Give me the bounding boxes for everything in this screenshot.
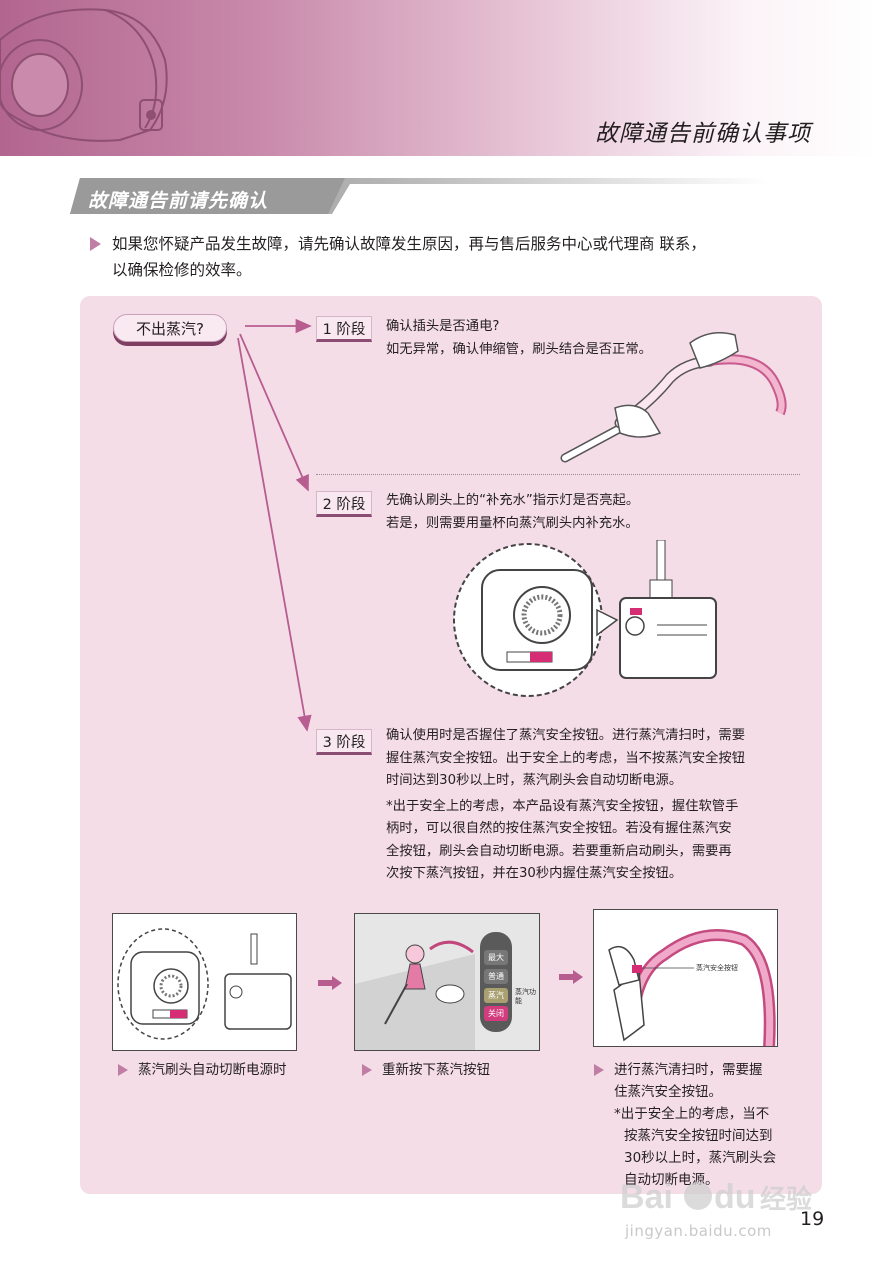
bullet-triangle-icon	[118, 1064, 128, 1076]
stage-2-badge: 2 阶段	[316, 491, 372, 517]
steam-function-label: 蒸汽功能	[515, 988, 536, 1005]
button-panel-label: 关闭	[484, 1006, 508, 1021]
stage-2-text: 先确认刷头上的“补充水”指示灯是否亮起。 若是，则需要用量杯向蒸汽刷头内补充水。	[386, 490, 706, 535]
sequence-image-2: 最大 普通 蒸汽 关闭 蒸汽功能	[354, 913, 540, 1051]
button-panel-label: 普通	[484, 969, 508, 984]
section-title: 故障通告前请先确认	[88, 190, 269, 212]
stage-3-text: 确认使用时是否握住了蒸汽安全按钮。进行蒸汽清扫时，需要 握住蒸汽安全按钮。出于安…	[386, 725, 791, 886]
caption-2: 重新按下蒸汽按钮	[362, 1059, 562, 1081]
stage-3-note-line: 全按钮，刷头会自动切断电源。若要重新启动刷头，需要再	[386, 843, 732, 859]
arrow-right-icon	[318, 976, 342, 990]
press-steam-button-illustration	[355, 914, 539, 1050]
hose-handle-illustration	[560, 332, 787, 463]
intro-line: 以确保检修的效率。	[112, 261, 252, 279]
safety-button-label: 蒸汽安全按钮	[696, 964, 738, 972]
brush-head-indicator-illustration	[453, 540, 717, 697]
bullet-triangle-icon	[594, 1064, 604, 1076]
grip-safety-button-illustration	[608, 929, 776, 1046]
button-panel-label: 蒸汽	[484, 988, 508, 1003]
bullet-triangle-icon	[90, 237, 101, 251]
caption-note-line: *出于安全上的考虑，当不	[614, 1106, 770, 1122]
caption-line: 重新按下蒸汽按钮	[382, 1062, 490, 1078]
baidu-jingyan-watermark: Bai du 经验	[620, 1178, 812, 1216]
stage-1-line: 确认插头是否通电?	[386, 319, 500, 334]
caption-line: 进行蒸汽清扫时，需要握	[614, 1062, 763, 1078]
arrow-right-icon	[559, 970, 583, 984]
caption-line: 住蒸汽安全按钮。	[614, 1084, 722, 1100]
stage-2-line: 先确认刷头上的“补充水”指示灯是否亮起。	[386, 493, 640, 508]
page-title: 故障通告前确认事项	[595, 121, 811, 147]
page-number: 19	[800, 1208, 825, 1230]
stage-1-text: 确认插头是否通电? 如无异常，确认伸缩管，刷头结合是否正常。	[386, 316, 686, 361]
stage-3-note-line: 次按下蒸汽按钮，并在30秒内握住蒸汽安全按钮。	[386, 866, 683, 881]
brush-power-off-illustration	[117, 928, 292, 1040]
vacuum-cleaner-illustration	[0, 8, 168, 142]
stage-2-line: 若是，则需要用量杯向蒸汽刷头内补充水。	[386, 515, 639, 531]
caption-note-line: 按蒸汽安全按钮时间达到	[624, 1128, 773, 1144]
bullet-triangle-icon	[362, 1064, 372, 1076]
stage-3-note-line: 柄时，可以很自然的按住蒸汽安全按钮。若没有握住蒸汽安	[386, 821, 732, 836]
stage-3-line: 确认使用时是否握住了蒸汽安全按钮。进行蒸汽清扫时，需要	[386, 728, 746, 743]
stage-3-line: 握住蒸汽安全按钮。出于安全上的考虑，当不按蒸汽安全按钮	[386, 750, 746, 766]
caption-line: 蒸汽刷头自动切断电源时	[138, 1062, 287, 1078]
stage-1-badge: 1 阶段	[316, 316, 372, 342]
intro-paragraph: 如果您怀疑产品发生故障，请先确认故障发生原因，再与售后服务中心或代理商 联系， …	[90, 231, 810, 283]
divider	[316, 474, 800, 475]
stage-3-note: *出于安全上的考虑，本产品设有蒸汽安全按钮，握住软管手 柄时，可以很自然的按住蒸…	[386, 796, 791, 886]
intro-line: 如果您怀疑产品发生故障，请先确认故障发生原因，再与售后服务中心或代理商 联系，	[112, 235, 706, 253]
caption-note-line: 30秒以上时，蒸汽刷头会	[624, 1150, 777, 1166]
svg-text:du: du	[714, 1178, 756, 1216]
stage-3-note-line: *出于安全上的考虑，本产品设有蒸汽安全按钮，握住软管手	[386, 798, 739, 814]
section-tab-shape	[70, 178, 770, 214]
stage-1-line: 如无异常，确认伸缩管，刷头结合是否正常。	[386, 341, 652, 357]
svg-text:Bai: Bai	[620, 1178, 673, 1216]
stage-3-badge: 3 阶段	[316, 729, 372, 755]
no-steam-label: 不出蒸汽?	[113, 314, 227, 342]
svg-text:经验: 经验	[760, 1184, 812, 1215]
sequence-image-3: 蒸汽安全按钮	[593, 909, 778, 1047]
button-panel-label: 最大	[484, 950, 508, 965]
caption-1: 蒸汽刷头自动切断电源时	[118, 1059, 318, 1081]
sequence-image-1	[112, 913, 297, 1051]
watermark-url: jingyan.baidu.com	[625, 1222, 772, 1240]
stage-3-line: 时间达到30秒以上时，蒸汽刷头会自动切断电源。	[386, 773, 683, 788]
